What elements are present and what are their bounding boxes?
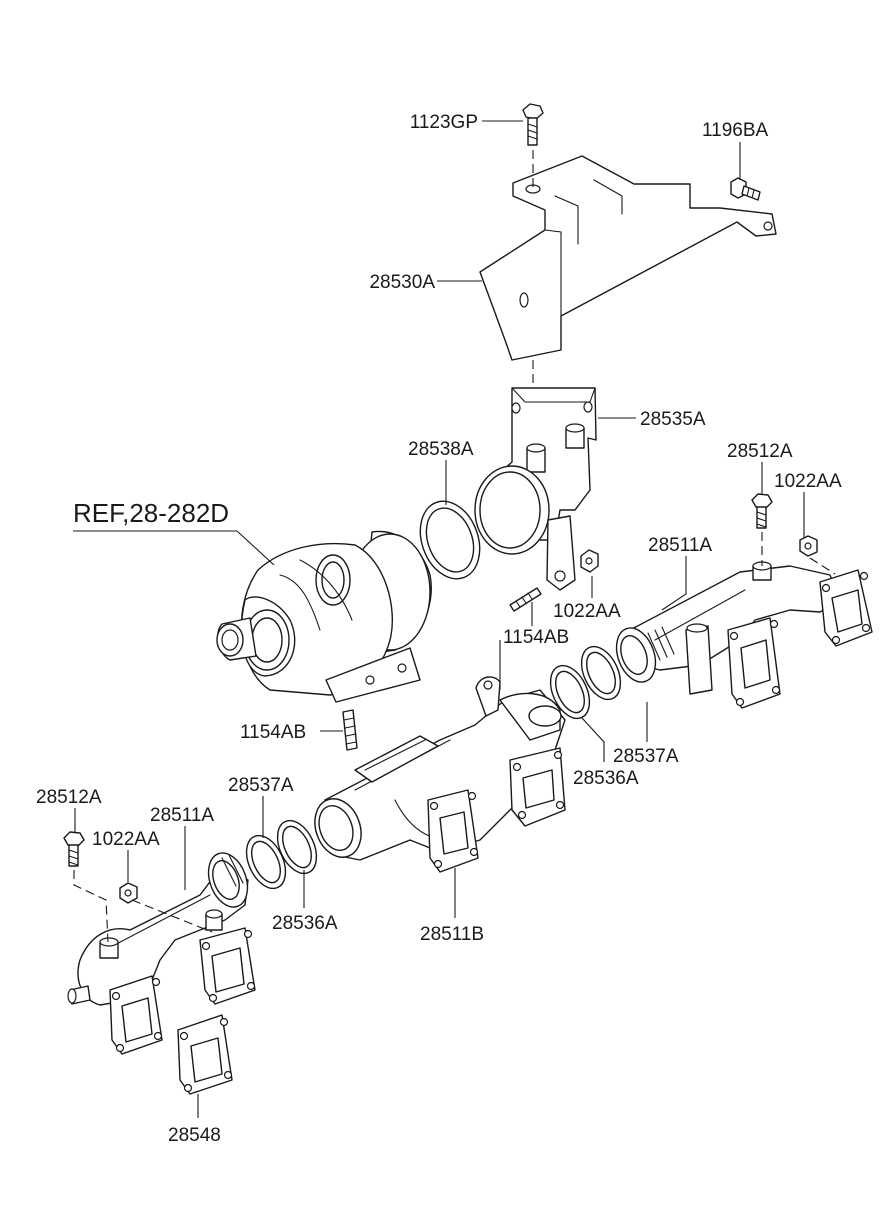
manifold-left-28511A[interactable] xyxy=(67,848,256,1055)
manifold-center-28511B[interactable] xyxy=(307,676,566,873)
label-28535A: 28535A xyxy=(640,409,706,430)
label-28511A-right: 28511A xyxy=(648,535,712,556)
label-28512A-right: 28512A xyxy=(727,441,793,462)
gasket-28548[interactable] xyxy=(177,1014,233,1095)
assembly-axis-left xyxy=(73,870,213,943)
nut-1022AA-left[interactable] xyxy=(119,882,138,904)
heat-shield-28530A[interactable] xyxy=(479,155,777,361)
label-1022AA-right: 1022AA xyxy=(774,471,842,492)
outlet-elbow-28535A[interactable] xyxy=(474,387,597,591)
turbocharger-ref[interactable] xyxy=(216,530,432,703)
label-1196BA: 1196BA xyxy=(702,120,769,141)
label-28537A-right: 28537A xyxy=(613,746,679,767)
label-1022AA-left: 1022AA xyxy=(92,829,160,850)
ring-28538A[interactable] xyxy=(410,493,490,587)
label-28530A: 28530A xyxy=(369,272,435,293)
bolt-28512A-right[interactable] xyxy=(751,493,773,529)
bolt-1123GP[interactable] xyxy=(522,103,544,146)
manifold-right-28511A[interactable] xyxy=(610,561,873,709)
label-28511A-left: 28511A xyxy=(150,805,214,826)
callout-labels: 1123GP 1196BA 28530A 28535A 28538A 28512… xyxy=(36,112,842,1146)
stud-1154AB-left[interactable] xyxy=(342,709,358,751)
stud-1154AB-right[interactable] xyxy=(509,587,542,612)
nut-1022AA-right[interactable] xyxy=(799,535,818,557)
ring-28536A-right[interactable] xyxy=(543,659,597,724)
label-28536A-left: 28536A xyxy=(272,913,338,934)
label-1022AA-middle: 1022AA xyxy=(553,601,621,622)
assembly-axis-right xyxy=(761,532,836,575)
label-1154AB-left: 1154AB xyxy=(240,722,306,743)
label-28511B: 28511B xyxy=(420,924,484,945)
bolt-1196BA[interactable] xyxy=(730,177,761,201)
ring-28536A-left[interactable] xyxy=(270,814,324,879)
nut-1022AA-middle[interactable] xyxy=(580,549,599,573)
label-28512A-left: 28512A xyxy=(36,787,102,808)
label-28536A-right: 28536A xyxy=(573,768,639,789)
bolt-28512A-left[interactable] xyxy=(63,831,85,867)
label-ref-28-282D: REF,28-282D xyxy=(73,498,229,528)
label-1123GP: 1123GP xyxy=(410,112,478,133)
leader-lines xyxy=(73,120,805,1118)
label-28538A: 28538A xyxy=(408,439,474,460)
label-28548: 28548 xyxy=(168,1125,221,1146)
ring-28537A-left[interactable] xyxy=(239,829,293,894)
label-28537A-left: 28537A xyxy=(228,775,294,796)
label-1154AB-right: 1154AB xyxy=(503,627,569,648)
ring-28537A-right[interactable] xyxy=(574,640,628,705)
